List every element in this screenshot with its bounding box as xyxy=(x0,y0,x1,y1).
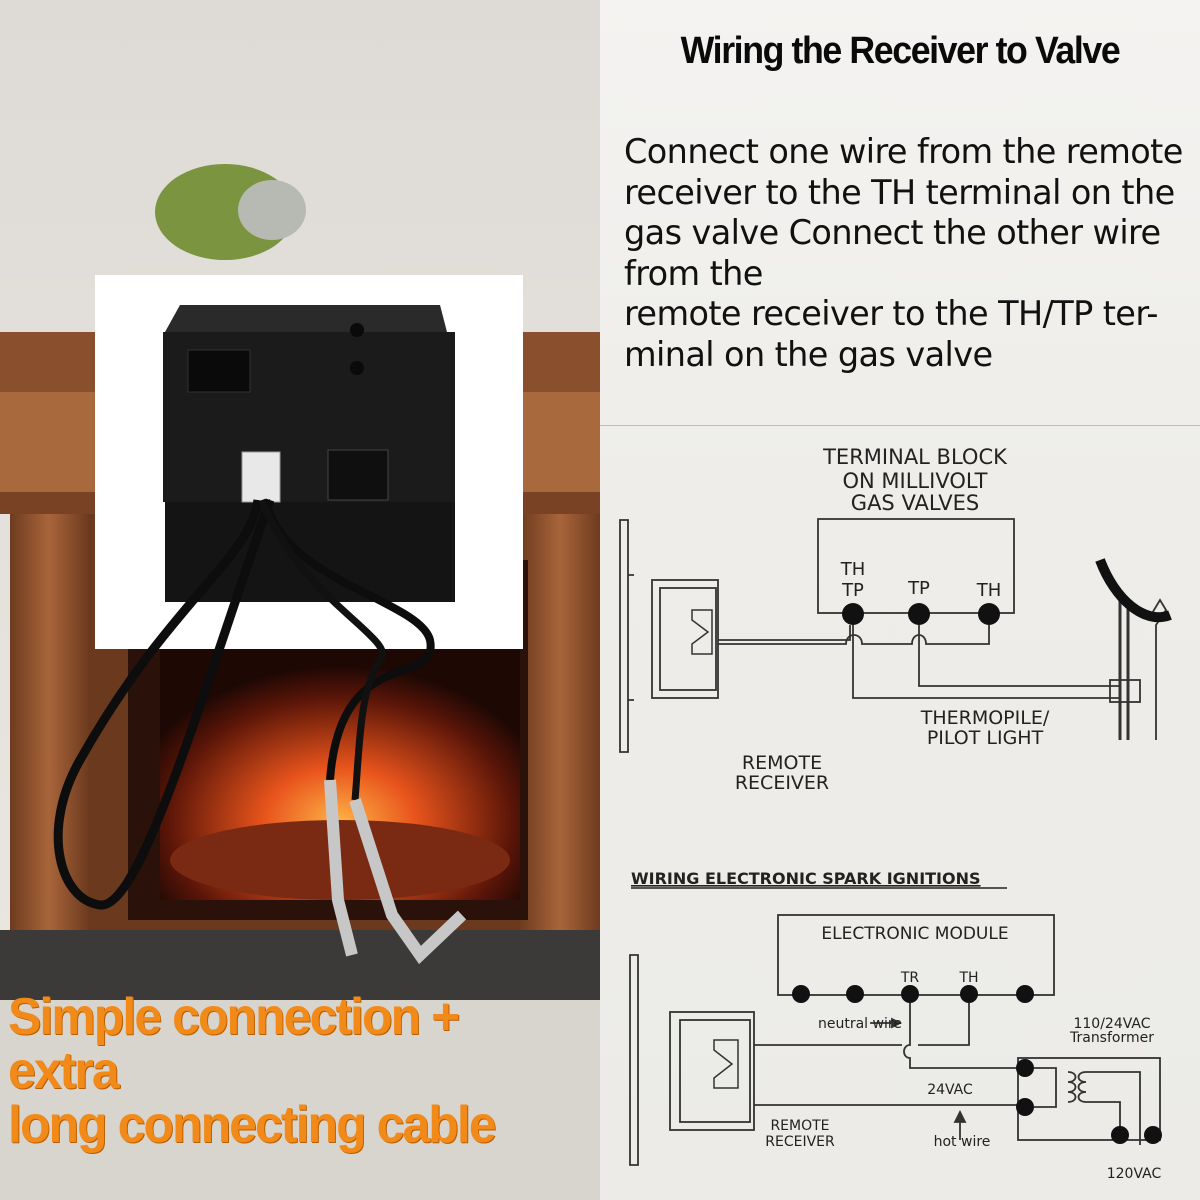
pillar-right xyxy=(520,514,600,984)
wire-to-th xyxy=(718,625,990,645)
terminal-label-tp: TP xyxy=(907,578,930,599)
terminal-label-th-left: TH xyxy=(840,559,866,580)
wire-terminal-right xyxy=(349,798,467,965)
receiver-label-2: RECEIVER xyxy=(735,772,829,794)
th-label: TH xyxy=(958,970,978,986)
promo-caption: Simple connection + extra long connectin… xyxy=(8,988,497,1154)
millivolt-diagram: TERMINAL BLOCK ON MILLIVOLT GAS VALVES T… xyxy=(619,445,1172,794)
terminal-block-title-3: GAS VALVES xyxy=(851,491,979,515)
terminal-th xyxy=(978,603,1000,625)
wire-tp-thermopile xyxy=(918,625,1120,687)
transformer-label-2: Transformer xyxy=(1069,1030,1154,1046)
terminal-tp xyxy=(908,603,930,625)
receiver-label-2-1: REMOTE xyxy=(770,1118,829,1134)
thermopile-label-2: PILOT LIGHT xyxy=(927,727,1044,749)
receiver-label-1: REMOTE xyxy=(742,752,822,774)
electronic-module-label: ELECTRONIC MODULE xyxy=(821,924,1008,944)
pillar-left xyxy=(10,514,88,984)
vac24-label: 24VAC xyxy=(927,1082,973,1098)
spark-heading: WIRING ELECTRONIC SPARK IGNITIONS xyxy=(631,869,981,888)
receiver-label-2-2: RECEIVER xyxy=(765,1134,835,1150)
section-divider xyxy=(600,425,1200,426)
tr-label: TR xyxy=(900,970,920,986)
jack-port xyxy=(327,449,389,501)
pilot-flame xyxy=(1095,558,1172,623)
wiring-diagrams: TERMINAL BLOCK ON MILLIVOLT GAS VALVES T… xyxy=(619,445,1172,1182)
wire-thtp-thermopile xyxy=(852,625,1120,699)
terminal-label-tp-left: TP xyxy=(841,580,864,601)
receiver-arrow-icon xyxy=(691,609,713,655)
wall-plate xyxy=(619,519,629,753)
floor xyxy=(0,1000,600,1200)
fireplace-scene xyxy=(0,0,600,1200)
product-photo-panel: Simple connection + extra long connectin… xyxy=(0,0,600,1200)
terminal-tr xyxy=(901,985,919,1003)
terminal-thtp xyxy=(842,603,864,625)
wire-connector xyxy=(241,451,281,503)
instructions-text: Connect one wire from the remote receive… xyxy=(624,132,1183,374)
vac120-label: 120VAC xyxy=(1107,1166,1162,1182)
instructions-panel: Wiring the Receiver to Valve Connect one… xyxy=(600,0,1200,1200)
terminal-block-title-1: TERMINAL BLOCK xyxy=(822,445,1008,469)
terminal-block-title-2: ON MILLIVOLT xyxy=(843,469,988,493)
transformer-label-1: 110/24VAC xyxy=(1073,1016,1150,1032)
transformer-coil-icon xyxy=(1067,1071,1077,1103)
thermopile xyxy=(1118,600,1130,740)
rock-decor xyxy=(238,180,306,240)
terminal-th-module xyxy=(960,985,978,1003)
hot-wire-label: hot wire xyxy=(934,1134,991,1150)
cable-loop xyxy=(53,498,275,910)
terminal-label-th: TH xyxy=(976,580,1002,601)
remote-receiver-box xyxy=(651,579,719,699)
neutral-wire-label: neutral wire xyxy=(818,1016,902,1032)
neutral-arrow-icon xyxy=(891,1017,903,1029)
remote-receiver-box-2 xyxy=(669,1011,755,1131)
headline: Wiring the Receiver to Valve xyxy=(680,30,1121,72)
thermopile-label-1: THERMOPILE/ xyxy=(920,707,1050,729)
wire-terminal-left xyxy=(324,779,358,957)
receiver-arrow-icon-2 xyxy=(713,1039,739,1089)
spark-ignition-diagram: WIRING ELECTRONIC SPARK IGNITIONS ELECTR… xyxy=(629,869,1162,1182)
battery-port xyxy=(187,349,251,393)
transformer-box xyxy=(1017,1057,1161,1141)
hot-wire-arrow-icon xyxy=(953,1109,967,1123)
